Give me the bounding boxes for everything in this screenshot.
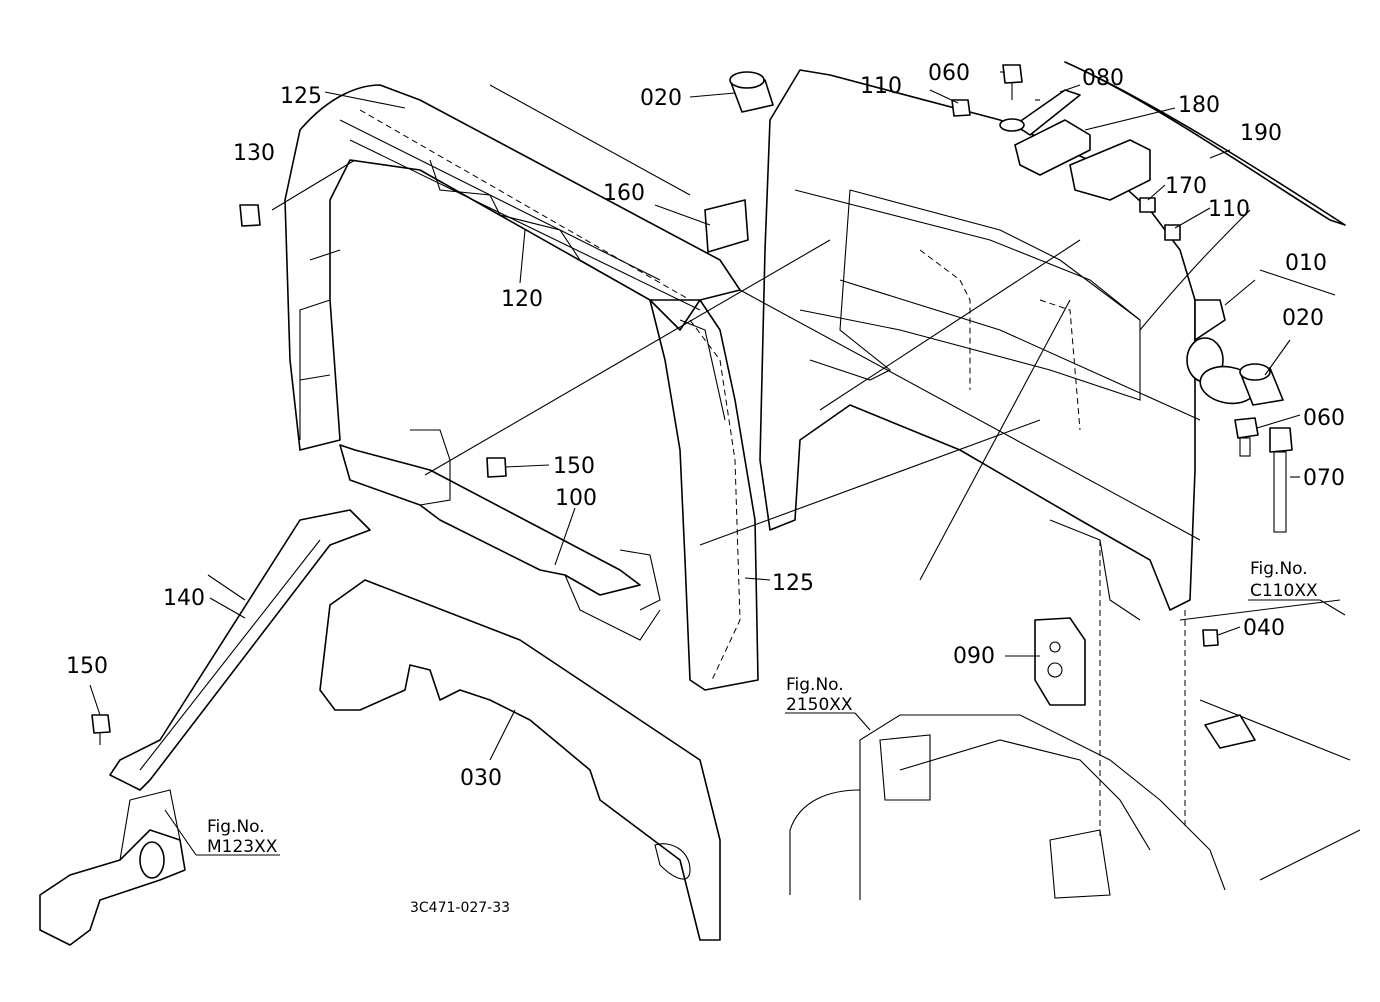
fig-ref-m123-number: M123XX: [207, 837, 278, 857]
frame-part-090: [1034, 617, 1086, 706]
frame-part-125-120: [284, 84, 741, 451]
fig-ref-2150-number: 2150XX: [786, 695, 853, 715]
part-labels: 125 130 120 160 020 110 060 080 180 190 …: [66, 61, 1345, 791]
label-120: 120: [501, 287, 543, 312]
label-070: 070: [1303, 466, 1345, 491]
label-090: 090: [953, 644, 995, 669]
label-150-left: 150: [66, 654, 108, 679]
fig-ref-2150-prefix: Fig.No.: [786, 675, 844, 695]
bushing-020-right: [1239, 363, 1284, 406]
frame-part-030: [319, 579, 721, 941]
label-030: 030: [460, 766, 502, 791]
bolt-130: [239, 204, 261, 227]
engine-block-outline: [789, 540, 1361, 900]
label-140: 140: [163, 586, 205, 611]
bolt-060-right: [1234, 417, 1259, 457]
label-060-top: 060: [928, 61, 970, 86]
label-130: 130: [233, 141, 275, 166]
label-010: 010: [1285, 251, 1327, 276]
label-160: 160: [603, 181, 645, 206]
label-125-bottom: 125: [772, 571, 814, 596]
label-040: 040: [1243, 616, 1285, 641]
bushing-020-top: [729, 71, 774, 113]
frame-part-125-right: [649, 299, 759, 691]
bolt-110: [951, 99, 1181, 241]
label-180: 180: [1178, 93, 1220, 118]
bolt-070: [1269, 427, 1293, 533]
label-190: 190: [1240, 121, 1282, 146]
label-060-right: 060: [1303, 406, 1345, 431]
frame-part-160: [704, 199, 749, 253]
label-110-top: 110: [860, 74, 902, 99]
label-100: 100: [555, 486, 597, 511]
frame-part-100: [339, 429, 661, 641]
fig-ref-m123-prefix: Fig.No.: [207, 817, 265, 837]
label-020-right: 020: [1282, 306, 1324, 331]
bolt-040: [1202, 629, 1219, 647]
fig-ref-c110-number: C110XX: [1250, 581, 1318, 601]
leader-lines: [89, 71, 1346, 856]
alignment-lines: [424, 239, 1201, 581]
bolt-150: [91, 457, 507, 745]
label-020-top: 020: [640, 86, 682, 111]
frame-part-140: [109, 509, 371, 791]
figure-references: Fig.No. C110XX Fig.No. 2150XX Fig.No. M1…: [207, 559, 1318, 857]
label-170: 170: [1165, 174, 1207, 199]
label-125-top: 125: [280, 84, 322, 109]
frame-part-010: [759, 69, 1257, 621]
fig-ref-c110-prefix: Fig.No.: [1250, 559, 1308, 579]
hinge-assembly: [39, 789, 186, 946]
frame-part-080-180: [1014, 89, 1151, 201]
drawing-code: 3C471-027-33: [410, 900, 510, 916]
label-150-center: 150: [553, 454, 595, 479]
bolt-060-top: [999, 64, 1025, 132]
label-080: 080: [1082, 66, 1124, 91]
label-110-right: 110: [1208, 197, 1250, 222]
frame-part-190: [1064, 61, 1346, 331]
